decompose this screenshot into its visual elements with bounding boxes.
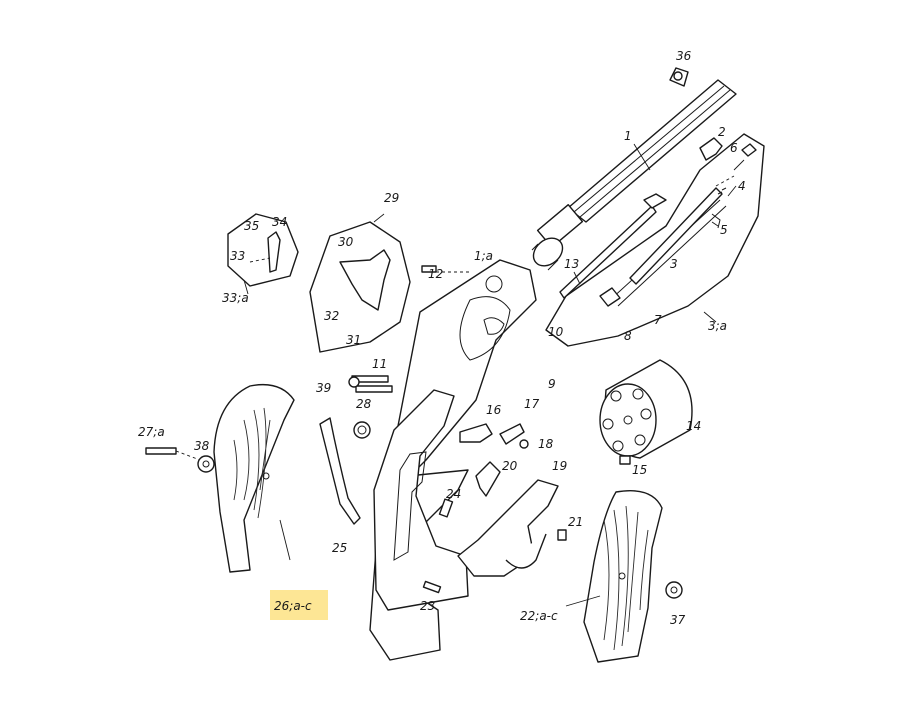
barrel <box>531 79 737 271</box>
label-1a: 1;a <box>474 249 493 263</box>
label-36: 36 <box>676 49 692 63</box>
label-12: 12 <box>428 267 443 281</box>
label-19: 19 <box>552 459 567 473</box>
label-14: 14 <box>686 419 701 433</box>
label-26: 26;a-c <box>274 599 312 613</box>
frame <box>369 259 537 661</box>
label-6: 6 <box>730 141 738 155</box>
label-22: 22;a-c <box>520 609 558 623</box>
left-grip <box>213 383 295 573</box>
label-39: 39 <box>316 381 331 395</box>
label-31: 31 <box>346 333 361 347</box>
label-4: 4 <box>738 179 746 193</box>
label-3: 3 <box>670 257 678 271</box>
label-17: 17 <box>524 397 540 411</box>
rammer <box>559 187 723 299</box>
right-grip <box>583 490 663 663</box>
screws <box>145 265 470 594</box>
washer <box>353 421 371 439</box>
label-25: 25 <box>332 541 347 555</box>
label-5: 5 <box>720 223 728 237</box>
label-2: 2 <box>718 125 726 139</box>
label-24: 24 <box>446 487 461 501</box>
hammer-group <box>309 221 411 353</box>
highlight-26 <box>270 590 328 620</box>
label-33: 33 <box>230 249 245 263</box>
grip-nuts <box>197 455 683 599</box>
label-11: 11 <box>372 357 387 371</box>
callout-labels: 36 1 2 6 4 5 3 3;a 7 8 10 9 13 1;a 29 30… <box>138 49 746 627</box>
label-8: 8 <box>624 329 632 343</box>
label-35: 35 <box>244 219 259 233</box>
label-34: 34 <box>272 215 287 229</box>
label-7: 7 <box>654 313 662 327</box>
label-38: 38 <box>194 439 210 453</box>
label-21: 21 <box>568 515 583 529</box>
label-16: 16 <box>486 403 502 417</box>
cylinder <box>599 359 693 459</box>
hand-group <box>227 213 299 287</box>
label-3a: 3;a <box>708 319 727 333</box>
front-sight <box>669 67 689 87</box>
label-30: 30 <box>338 235 354 249</box>
label-18: 18 <box>538 437 554 451</box>
label-28: 28 <box>356 397 372 411</box>
label-13: 13 <box>564 257 579 271</box>
label-27a: 27;a <box>138 425 165 439</box>
label-9: 9 <box>548 377 556 391</box>
trigger-guard <box>457 479 559 577</box>
action-parts <box>459 423 631 541</box>
label-23: 23 <box>420 599 435 613</box>
label-29: 29 <box>384 191 399 205</box>
label-32: 32 <box>324 309 339 323</box>
label-15: 15 <box>632 463 647 477</box>
leader-lines <box>243 143 745 607</box>
mainspring <box>319 417 361 525</box>
label-1: 1 <box>624 129 632 143</box>
small-parts-top-right <box>699 137 757 229</box>
label-37: 37 <box>670 613 686 627</box>
label-10: 10 <box>548 325 564 339</box>
label-33a: 33;a <box>222 291 249 305</box>
label-20: 20 <box>502 459 518 473</box>
